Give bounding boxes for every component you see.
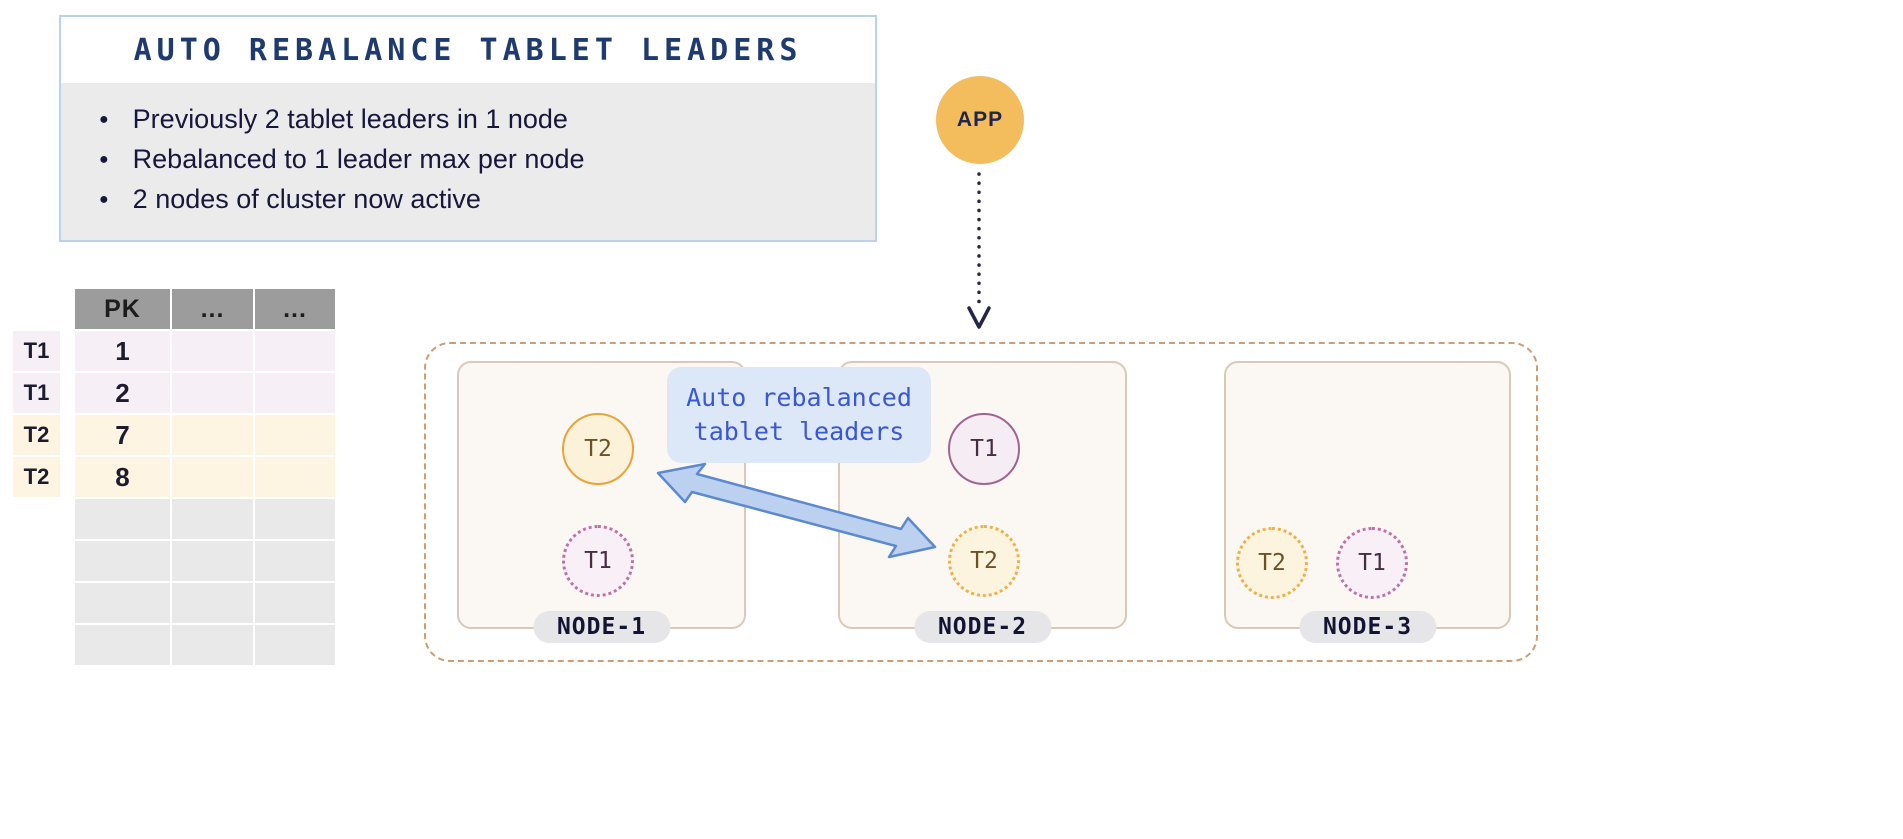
table-header-row: PK ... ... (13, 289, 335, 329)
info-panel-bullet-list: ● Previously 2 tablet leaders in 1 node … (61, 83, 875, 240)
header-row-spacer (13, 289, 60, 329)
table-row: T2 8 (13, 457, 335, 497)
bullet-text: Rebalanced to 1 leader max per node (132, 144, 585, 174)
empty-cell (172, 583, 253, 623)
table-row-empty (13, 499, 335, 539)
empty-cell (75, 625, 170, 665)
tablet-label: T1 (970, 436, 998, 462)
empty-cell (255, 499, 335, 539)
empty-cell (172, 331, 253, 371)
tablet-label: T2 (584, 436, 612, 462)
tablet-t2-leader-node1: T2 (562, 413, 634, 485)
table-header-pk: PK (75, 289, 170, 329)
empty-cell (255, 373, 335, 413)
pk-cell: 1 (75, 331, 170, 371)
empty-cell (172, 373, 253, 413)
table-header-col3: ... (255, 289, 335, 329)
empty-cell (255, 457, 335, 497)
table-row: T1 2 (13, 373, 335, 413)
node-1-label: NODE-1 (532, 611, 671, 643)
cluster-boundary: T2 T1 NODE-1 T1 T2 NODE-2 T2 T1 NODE-3 (424, 342, 1538, 662)
node-3-label: NODE-3 (1298, 611, 1437, 643)
tablet-label: T2 (970, 548, 998, 574)
empty-cell (255, 583, 335, 623)
row-tablet-label: T2 (13, 457, 60, 497)
empty-cell (172, 541, 253, 581)
bullet-text: Previously 2 tablet leaders in 1 node (132, 104, 568, 134)
bullet-item: ● Rebalanced to 1 leader max per node (99, 144, 855, 175)
pk-cell: 8 (75, 457, 170, 497)
table-row: T1 1 (13, 331, 335, 371)
app-label: APP (956, 108, 1004, 131)
empty-cell (75, 541, 170, 581)
bullet-item: ● 2 nodes of cluster now active (99, 184, 855, 215)
empty-cell (255, 331, 335, 371)
tablet-label: T2 (1258, 550, 1286, 576)
app-node: APP (936, 76, 1024, 164)
row-tablet-label: T2 (13, 415, 60, 455)
pk-cell: 2 (75, 373, 170, 413)
tablet-t1-follower-node1: T1 (562, 525, 634, 597)
bullet-item: ● Previously 2 tablet leaders in 1 node (99, 104, 855, 135)
empty-cell (172, 415, 253, 455)
bullet-text: 2 nodes of cluster now active (132, 184, 481, 214)
bullet-dot-icon: ● (99, 150, 109, 168)
tablet-data-table: PK ... ... T1 1 T1 2 T2 7 T2 8 (13, 289, 335, 667)
rebalance-callout: Auto rebalanced tablet leaders (667, 367, 931, 463)
node-2-label: NODE-2 (913, 611, 1052, 643)
tablet-t2-follower-node3: T2 (1236, 527, 1308, 599)
callout-line-1: Auto rebalanced (686, 383, 912, 413)
tablet-t1-leader-node2: T1 (948, 413, 1020, 485)
tablet-label: T1 (1358, 550, 1386, 576)
callout-line-2: tablet leaders (693, 417, 905, 446)
empty-cell (255, 415, 335, 455)
app-request-arrowhead-icon (967, 306, 991, 329)
tablet-label: T1 (584, 548, 612, 574)
pk-cell: 7 (75, 415, 170, 455)
row-tablet-label: T1 (13, 331, 60, 371)
node-3: T2 T1 NODE-3 (1224, 361, 1511, 643)
bullet-dot-icon: ● (99, 190, 109, 208)
empty-cell (255, 625, 335, 665)
empty-cell (172, 457, 253, 497)
info-panel: AUTO REBALANCE TABLET LEADERS ● Previous… (59, 15, 877, 242)
table-header-col2: ... (172, 289, 253, 329)
empty-cell (172, 499, 253, 539)
empty-cell (75, 499, 170, 539)
table-row-empty (13, 625, 335, 665)
tablet-t1-follower-node3: T1 (1336, 527, 1408, 599)
info-panel-title: AUTO REBALANCE TABLET LEADERS (61, 17, 875, 83)
tablet-t2-follower-node2: T2 (948, 525, 1020, 597)
empty-cell (75, 583, 170, 623)
table-row-empty (13, 583, 335, 623)
bullet-dot-icon: ● (99, 110, 109, 128)
empty-cell (172, 625, 253, 665)
table-row-empty (13, 541, 335, 581)
row-tablet-label: T1 (13, 373, 60, 413)
empty-cell (255, 541, 335, 581)
table-row: T2 7 (13, 415, 335, 455)
